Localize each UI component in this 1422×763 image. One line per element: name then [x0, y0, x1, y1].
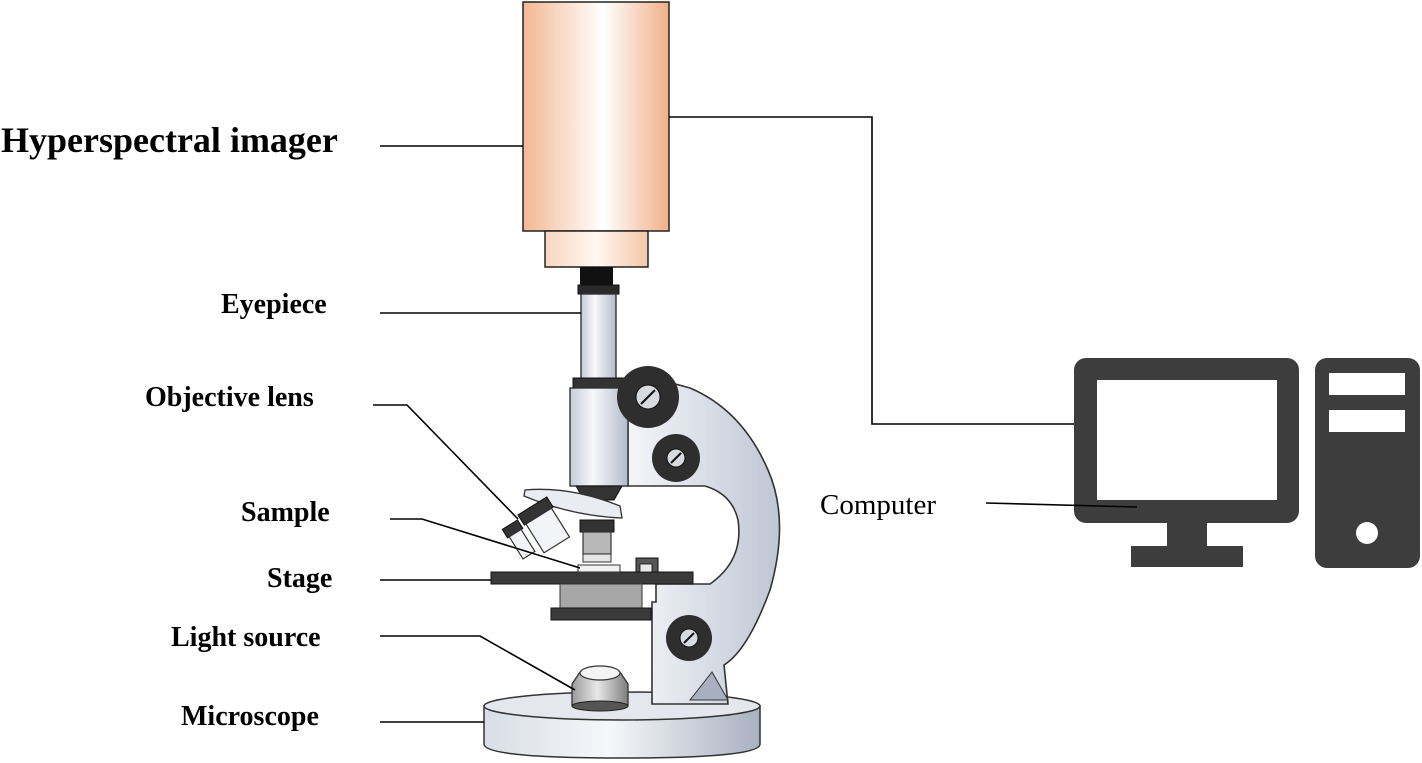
sample-slide	[577, 564, 621, 573]
imager-adapter	[580, 267, 613, 285]
imager-body	[522, 1, 670, 232]
leader-objective-lens	[373, 404, 519, 520]
leader-computer	[985, 502, 1138, 508]
label-microscope: Microscope	[181, 701, 319, 732]
desktop-computer-icon	[1074, 358, 1420, 568]
fine-focus-knob	[652, 434, 700, 482]
leader-sample	[390, 518, 581, 569]
imager-nose	[544, 230, 649, 268]
lower-knob	[666, 615, 712, 661]
hyperspectral-imager	[522, 1, 670, 285]
leader-lines	[373, 116, 1138, 723]
eyepiece	[572, 284, 625, 391]
label-sample: Sample	[241, 497, 330, 528]
leader-light-source	[380, 635, 576, 691]
label-hyperspectral-imager: Hyperspectral imager	[1, 120, 338, 160]
label-eyepiece: Eyepiece	[221, 289, 327, 320]
coarse-focus-knob	[617, 366, 679, 428]
label-stage: Stage	[267, 563, 333, 594]
cable-imager-to-computer	[669, 116, 1074, 425]
label-objective-lens: Objective lens	[145, 382, 314, 413]
objective-lens	[501, 488, 623, 563]
microscope	[483, 284, 781, 759]
monitor	[1074, 358, 1299, 567]
label-light-source: Light source	[171, 622, 321, 653]
light-source	[571, 665, 629, 712]
label-computer: Computer	[820, 489, 936, 521]
pc-tower	[1315, 358, 1420, 568]
